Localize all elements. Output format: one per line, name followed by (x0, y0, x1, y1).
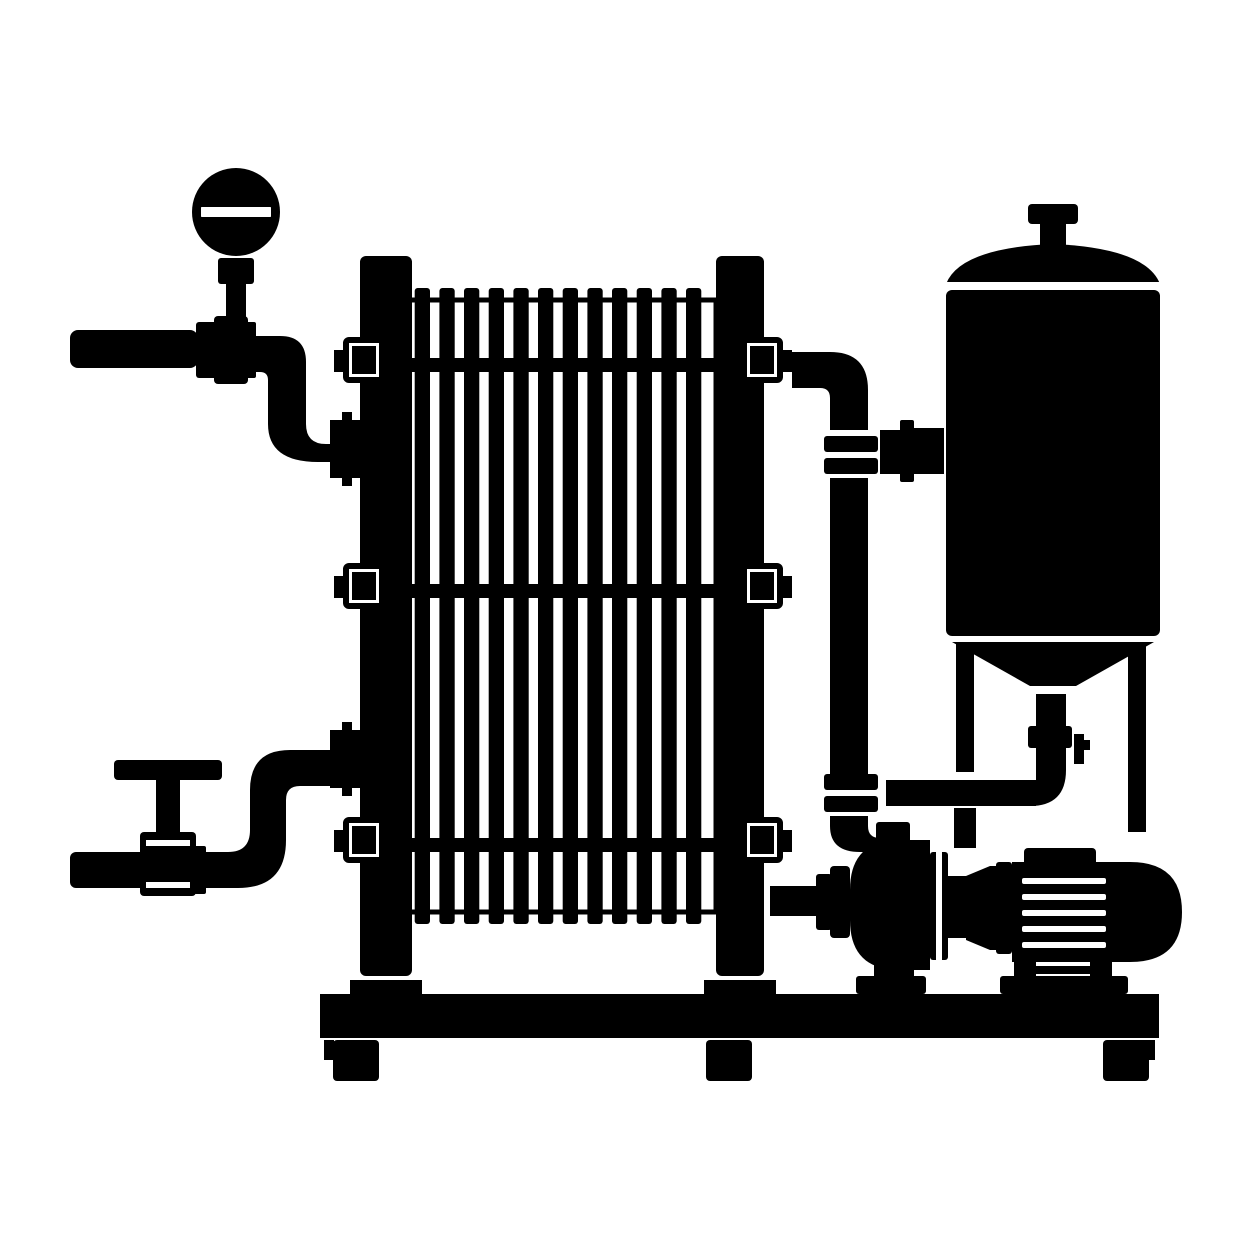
heat-plate (636, 288, 652, 924)
heat-plate (686, 288, 702, 924)
base-foot-stub-left (324, 1040, 334, 1060)
base-foot-left (333, 1040, 379, 1081)
right-piping (770, 352, 1090, 938)
tie-bar-middle (400, 584, 716, 598)
base-frame-icon (320, 994, 1159, 1081)
centrifugal-pump-icon (850, 822, 966, 994)
heat-plate (488, 288, 504, 924)
heat-plate (414, 288, 430, 924)
frame-foot-left (350, 980, 422, 994)
vertical-return-pipe (830, 478, 868, 782)
tank-shell (946, 290, 1160, 636)
valve-body (140, 832, 196, 896)
tank-leg-left (956, 644, 974, 772)
heat-plate (513, 288, 529, 924)
upper-left-pipe (70, 258, 334, 462)
plate-pack (414, 288, 702, 924)
heat-plate (587, 288, 603, 924)
left-bolts (334, 337, 385, 863)
electric-motor-icon (966, 848, 1182, 994)
tank-leg-right (1128, 644, 1146, 832)
heat-plate (464, 288, 480, 924)
tank-dome (946, 244, 1160, 284)
valve-stem (156, 780, 180, 834)
lower-left-pipe (70, 750, 330, 888)
base-foot-middle (706, 1040, 752, 1081)
tie-bar-top (400, 358, 716, 372)
gate-valve-icon (114, 760, 222, 896)
tie-bar-bottom (400, 838, 716, 852)
motor-cooling-fins (1022, 878, 1106, 948)
storage-tank-icon (946, 204, 1160, 848)
pressure-gauge-icon (192, 168, 280, 256)
heat-plate (562, 288, 578, 924)
heat-plate (439, 288, 455, 924)
base-foot-stub-right (1145, 1040, 1155, 1060)
plate-heat-exchanger-icon (330, 256, 792, 994)
inlet-pipe-stub (70, 330, 198, 368)
valve-handwheel (114, 760, 222, 780)
right-bolts (741, 337, 792, 863)
outlet-pipe-stub (70, 852, 146, 888)
motor-coupling (966, 866, 1000, 950)
pressure-frame-column (716, 256, 764, 976)
base-foot-right (1103, 1040, 1149, 1081)
heat-plate (538, 288, 554, 924)
heat-plate (661, 288, 677, 924)
heat-plate (612, 288, 628, 924)
tank-cone (952, 642, 1154, 686)
plate-pack-outline (397, 297, 719, 915)
tank-vent-cap (1028, 204, 1078, 224)
frame-foot-right (704, 980, 776, 994)
gauge-needle-slot (200, 207, 272, 217)
pump-volute (850, 840, 930, 970)
base-beam (320, 994, 1159, 1038)
